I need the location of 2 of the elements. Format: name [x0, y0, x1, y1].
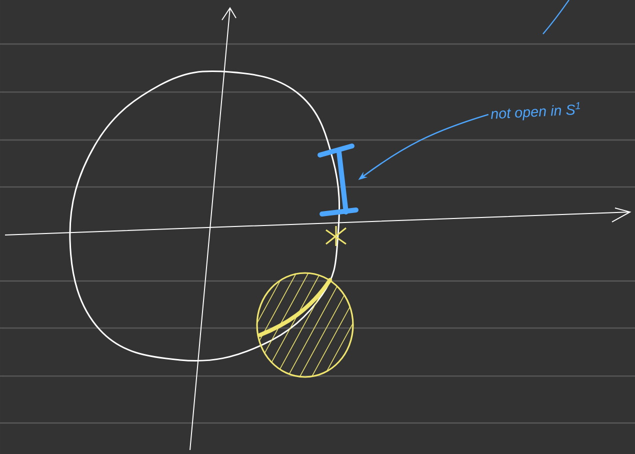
- annotation: not open in S$^{1}$: [491, 102, 580, 120]
- interval-bar: [318, 144, 358, 216]
